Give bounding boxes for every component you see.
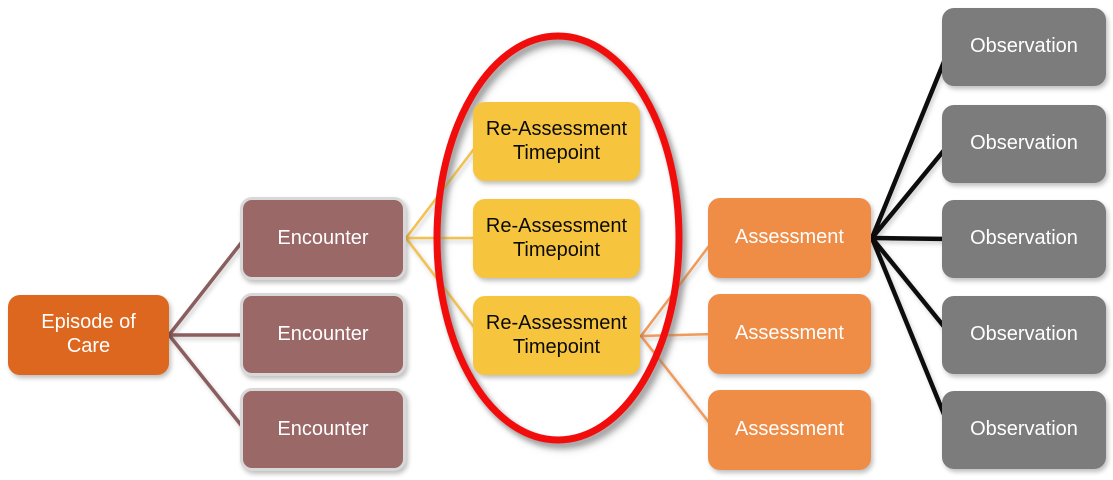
node-label: Assessment [735, 322, 844, 345]
node-label: Observation [970, 132, 1078, 155]
episode-to-encounter-lines [167, 236, 247, 432]
node-label: Episode of Care [41, 311, 136, 357]
node-label: Observation [970, 227, 1078, 250]
node-observation-4: Observation [942, 296, 1106, 374]
node-reassessment-timepoint-3: Re-Assessment Timepoint [473, 296, 640, 375]
node-label: Encounter [277, 322, 369, 345]
node-label: Assessment [735, 226, 844, 249]
node-label: Observation [970, 323, 1078, 346]
node-encounter-3: Encounter [240, 388, 406, 471]
node-observation-2: Observation [942, 105, 1106, 183]
node-assessment-2: Assessment [708, 294, 871, 374]
node-assessment-1: Assessment [708, 198, 871, 278]
node-reassessment-timepoint-1: Re-Assessment Timepoint [473, 102, 640, 181]
node-observation-3: Observation [942, 200, 1106, 278]
node-label: Encounter [277, 226, 369, 249]
node-encounter-2: Encounter [240, 293, 406, 376]
node-label: Assessment [735, 418, 844, 441]
node-episode-of-care: Episode of Care [8, 295, 169, 375]
node-label: Observation [970, 418, 1078, 441]
assessment-to-observation-lines [869, 44, 953, 432]
node-label: Re-Assessment Timepoint [485, 117, 628, 164]
node-label: Encounter [277, 417, 369, 440]
node-reassessment-timepoint-2: Re-Assessment Timepoint [473, 199, 640, 278]
node-observation-1: Observation [942, 8, 1106, 86]
node-label: Re-Assessment Timepoint [485, 214, 628, 261]
node-label: Observation [970, 35, 1078, 58]
highlight-ellipse [433, 32, 683, 444]
node-observation-5: Observation [942, 391, 1106, 469]
node-label: Re-Assessment Timepoint [485, 311, 628, 358]
node-encounter-1: Encounter [240, 197, 406, 280]
node-assessment-3: Assessment [708, 390, 871, 470]
